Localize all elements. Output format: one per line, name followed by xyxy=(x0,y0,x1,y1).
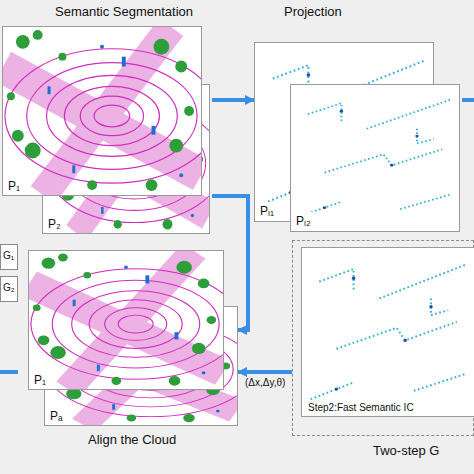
icp-panel: Step2:Fast Semantic IC xyxy=(301,247,474,417)
panel-label: Pₐ xyxy=(48,409,64,423)
stage-group: Align the Cloud P₁ Pₐ xyxy=(28,250,238,450)
result-thumb: G₂ xyxy=(0,276,18,302)
edge-label: (Δx,Δy,θ) xyxy=(243,377,287,388)
flow-stub xyxy=(0,370,18,374)
flow-arrow xyxy=(212,98,254,102)
scan-illustration xyxy=(302,248,474,416)
panel-label: Step2:Fast Semantic IC xyxy=(306,402,416,413)
scan-illustration xyxy=(291,85,459,231)
stage-heading: Projection xyxy=(284,4,342,19)
scan-illustration xyxy=(29,251,223,389)
panel-label: G₂ xyxy=(3,282,15,293)
point-cloud-panel: P₁ xyxy=(28,250,224,390)
stage-group: ProjectionPₗ₁ Pₗ₂ xyxy=(254,0,474,232)
panel-label: G₁ xyxy=(3,250,14,261)
scan-illustration xyxy=(3,27,201,195)
panel-label: Pₗ₂ xyxy=(294,212,313,229)
stage-heading: Align the Cloud xyxy=(88,432,176,447)
panel-label: P₁ xyxy=(6,179,22,193)
panel-label: P₁ xyxy=(32,373,48,387)
flow-arrow xyxy=(238,370,292,374)
dashed-group: Two-step GStep2:Fast Semantic IC xyxy=(292,240,474,436)
flow-stub xyxy=(462,98,474,102)
stage-heading: Semantic Segmentation xyxy=(55,4,193,19)
projection-panel: Pₗ₂ xyxy=(290,84,460,232)
panel-label: Pₗ₁ xyxy=(258,202,276,219)
result-thumb: G₁ xyxy=(0,244,18,270)
stage-group: Semantic SegmentationP₁ P₂ xyxy=(0,0,212,236)
panel-label: P₂ xyxy=(46,217,63,231)
point-cloud-panel: P₁ xyxy=(2,26,202,196)
stage-heading: Two-step G xyxy=(373,443,439,458)
